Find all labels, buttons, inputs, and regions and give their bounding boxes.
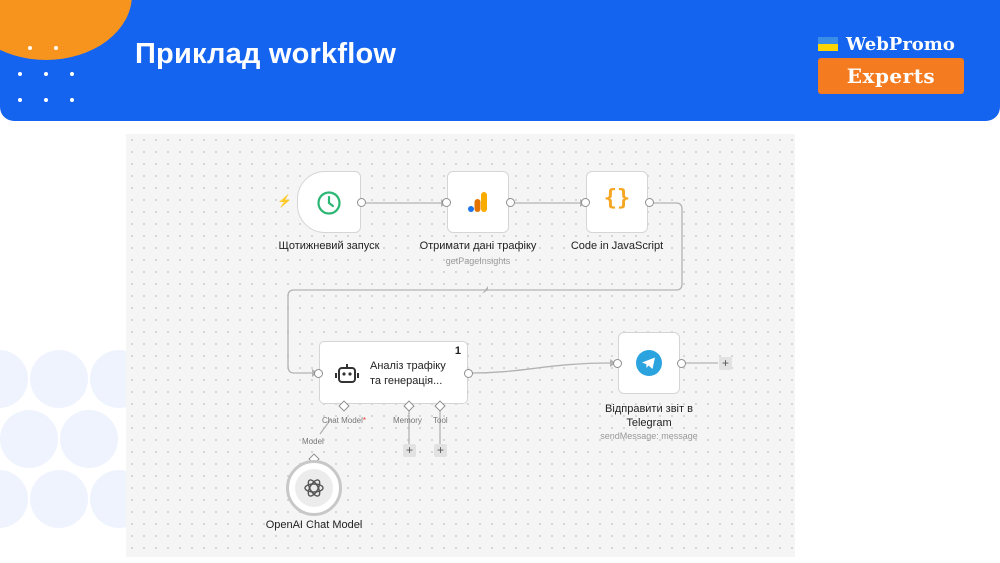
node-code-javascript[interactable]: {} — [586, 171, 648, 233]
brand-name-top: WebPromo — [846, 34, 955, 55]
clock-icon — [317, 191, 341, 215]
node-ai-agent[interactable]: Аналіз трафіку та генерація... 1 — [319, 341, 468, 404]
workflow-canvas[interactable]: ⚡ Щотижневий запуск Отримати дані трафік… — [126, 134, 795, 557]
circle-pattern-decoration — [0, 350, 130, 563]
ukraine-flag-icon — [818, 37, 838, 51]
analytics-input-port[interactable] — [442, 198, 451, 207]
telegram-input-port[interactable] — [613, 359, 622, 368]
code-output-port[interactable] — [645, 198, 654, 207]
add-memory-button[interactable]: + — [403, 444, 416, 457]
model-icon-background — [295, 469, 333, 507]
agent-run-badge: 1 — [454, 345, 461, 357]
trigger-output-port[interactable] — [357, 198, 366, 207]
node-send-telegram[interactable] — [618, 332, 680, 394]
agent-output-port[interactable] — [464, 369, 473, 378]
code-input-port[interactable] — [581, 198, 590, 207]
model-label: OpenAI Chat Model — [265, 519, 363, 531]
analytics-output-port[interactable] — [506, 198, 515, 207]
brand-logo: WebPromo Experts — [818, 34, 966, 98]
openai-icon — [304, 479, 324, 497]
telegram-label: Відправити звіт в Telegram — [584, 402, 714, 430]
telegram-output-port[interactable] — [677, 359, 686, 368]
node-openai-chat-model[interactable] — [286, 460, 342, 516]
trigger-label: Щотижневий запуск — [278, 240, 380, 252]
add-tool-button[interactable]: + — [434, 444, 447, 457]
code-label: Code in JavaScript — [570, 240, 664, 252]
analytics-sublabel: getPageInsights — [445, 256, 511, 266]
brand-name-bottom: Experts — [818, 58, 964, 94]
agent-label-line2: та генерація... — [370, 375, 443, 387]
trigger-bolt-icon: ⚡ — [277, 194, 292, 208]
telegram-label-line1: Відправити звіт в — [605, 403, 693, 415]
required-mark: * — [362, 416, 367, 425]
telegram-label-line2: Telegram — [626, 417, 672, 429]
slide-header: Приклад workflow WebPromo Experts — [0, 0, 1000, 121]
node-get-traffic-data[interactable] — [447, 171, 509, 233]
telegram-sublabel: sendMessage: message — [600, 431, 698, 441]
model-port-label: Model — [302, 437, 324, 446]
tool-port-label: Tool — [433, 416, 448, 425]
agent-label: Аналіз трафіку та генерація... — [370, 359, 446, 389]
orange-blob-decoration — [0, 0, 132, 60]
add-after-telegram-button[interactable]: + — [719, 357, 732, 370]
analytics-label: Отримати дані трафіку — [419, 240, 537, 252]
agent-input-port[interactable] — [314, 369, 323, 378]
telegram-icon — [636, 350, 662, 376]
robot-icon — [335, 364, 359, 383]
curly-braces-icon: {} — [603, 186, 631, 211]
agent-label-line1: Аналіз трафіку — [370, 360, 446, 372]
slide-title: Приклад workflow — [135, 38, 397, 70]
chat-model-text: Chat Model — [322, 416, 363, 425]
analytics-bars-icon — [468, 192, 487, 212]
node-weekly-trigger[interactable] — [297, 171, 361, 233]
memory-port-label: Memory — [393, 416, 422, 425]
chat-model-port-label: Chat Model* — [322, 416, 366, 425]
